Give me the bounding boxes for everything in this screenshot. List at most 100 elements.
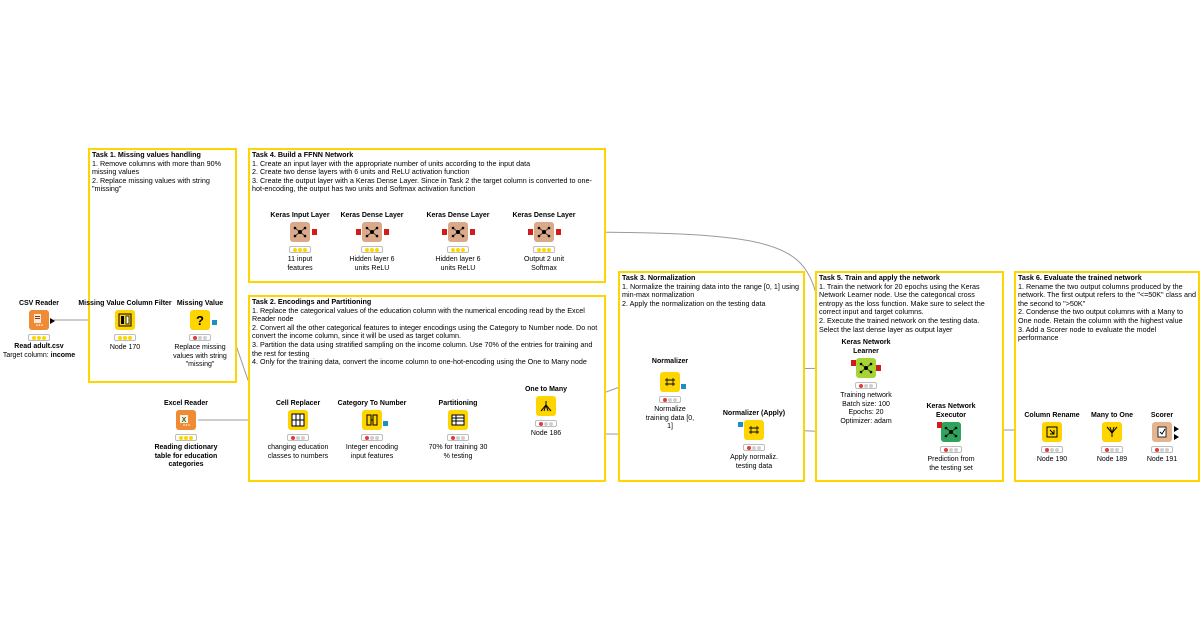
node-missing-value[interactable]: Missing Value ? Replace missing values w… [155,300,245,370]
status-indicator [855,382,877,389]
model-input-port[interactable] [442,229,447,235]
output-port[interactable] [383,421,388,426]
node-column-rename[interactable]: Column Rename Node 190 [1007,412,1097,465]
status-indicator [114,334,136,341]
status-indicator [533,246,555,253]
model-output-port[interactable] [876,365,881,371]
network-icon [290,222,310,242]
many-to-one-icon [1102,422,1122,442]
network-icon [362,222,382,242]
partition-icon [448,410,468,430]
node-keras-network-learner[interactable]: Keras Network Learner Training network B… [821,339,911,426]
node-label: Node 170 [109,344,141,351]
one-to-many-icon [536,396,556,416]
node-label: Training network Batch size: 100 Epochs:… [840,392,892,425]
node-keras-dense-layer-2[interactable]: Keras Dense Layer Hidden layer 6 units R… [413,212,503,273]
model-input-port[interactable] [356,229,361,235]
node-title: Keras Dense Layer [512,211,576,219]
model-output-port[interactable] [312,229,317,235]
node-label: changing education classes to numbers [267,444,329,460]
node-label: Hidden layer 6 units ReLU [349,256,395,272]
model-input-port[interactable] [528,229,533,235]
node-title: Category To Number [337,399,407,407]
node-label: Integer encoding input features [345,444,399,460]
node-title: Scorer [1150,411,1174,419]
model-output-port[interactable] [470,229,475,235]
node-title: Column Rename [1024,411,1080,419]
annotation-title: Task 2. Encodings and Partitioning [252,297,372,306]
node-keras-network-executor[interactable]: Keras Network Executor Prediction from t… [906,403,996,473]
model-input-port[interactable] [851,360,856,366]
node-title: Normalizer [651,357,689,365]
node-label: Node 189 [1096,456,1128,463]
output-port[interactable] [212,320,217,325]
node-keras-input-layer[interactable]: Keras Input Layer 11 input features [255,212,345,273]
node-title: Missing Value [176,299,224,307]
settings-input-port[interactable] [738,422,743,427]
excel-icon: X [176,410,196,430]
settings-output-port[interactable] [681,384,686,389]
model-output-port[interactable] [556,229,561,235]
node-title: Normalizer (Apply) [722,409,786,417]
normalize-icon [744,420,764,440]
node-title: Cell Replacer [275,399,321,407]
output-port[interactable] [50,318,55,324]
node-normalizer-apply[interactable]: Normalizer (Apply) Apply normaliz. testi… [709,410,799,471]
status-indicator [361,434,383,441]
node-missing-value-column-filter[interactable]: Missing Value Column Filter Node 170 [78,300,171,353]
node-label: Node 186 [530,430,562,437]
node-scorer[interactable]: Scorer Node 191 [1117,412,1200,465]
status-indicator [940,446,962,453]
annotation-title: Task 4. Build a FFNN Network [252,150,354,159]
annotation-body: 1. Remove columns with more than 90% mis… [92,158,222,194]
node-label: Reading dictionary table for education c… [154,444,218,468]
output-port[interactable] [1174,426,1179,432]
node-many-to-one[interactable]: Many to One Node 189 [1067,412,1157,465]
node-title: CSV Reader [18,299,60,307]
node-keras-dense-layer-3[interactable]: Keras Dense Layer Output 2 unit Softmax [499,212,589,273]
status-indicator [743,444,765,451]
node-title: One to Many [524,385,567,393]
node-cell-replacer[interactable]: Cell Replacer changing education classes… [253,400,343,461]
question-icon: ? [190,310,210,330]
status-indicator [361,246,383,253]
node-normalizer[interactable]: Normalizer Normalize training data [0, 1… [625,358,715,432]
status-indicator [1101,446,1123,453]
node-title: Many to One [1090,411,1133,419]
node-label: Prediction from the testing set [927,456,975,472]
network-icon [856,358,876,378]
node-title: Partitioning [438,399,478,407]
status-indicator [289,246,311,253]
status-indicator [28,334,50,341]
node-excel-reader[interactable]: Excel Reader X Reading dictionary table … [141,400,231,470]
column-filter-icon [115,310,135,330]
status-indicator [447,434,469,441]
annotation-title: Task 3. Normalization [622,273,696,282]
node-title: Excel Reader [164,399,208,407]
node-title: Missing Value Column Filter [78,299,172,307]
status-indicator [175,434,197,441]
model-input-port[interactable] [937,422,942,428]
node-category-to-number[interactable]: Category To Number Integer encoding inpu… [327,400,417,461]
status-indicator [447,246,469,253]
rename-icon [1042,422,1062,442]
node-keras-dense-layer-1[interactable]: Keras Dense Layer Hidden layer 6 units R… [327,212,417,273]
model-output-port[interactable] [384,229,389,235]
node-label: Hidden layer 6 units ReLU [435,256,481,272]
node-partitioning[interactable]: Partitioning 70% for training 30 % testi… [413,400,503,461]
annotation-body: 1. Normalize the training data into the … [622,281,799,308]
convert-icon [362,410,382,430]
output-port[interactable] [1174,434,1179,440]
network-icon [448,222,468,242]
node-label: Apply normaliz. testing data [730,454,778,470]
node-one-to-many[interactable]: One to Many Node 186 [501,386,591,439]
file-read-icon [29,310,49,330]
node-title: Keras Network Learner [841,339,891,355]
